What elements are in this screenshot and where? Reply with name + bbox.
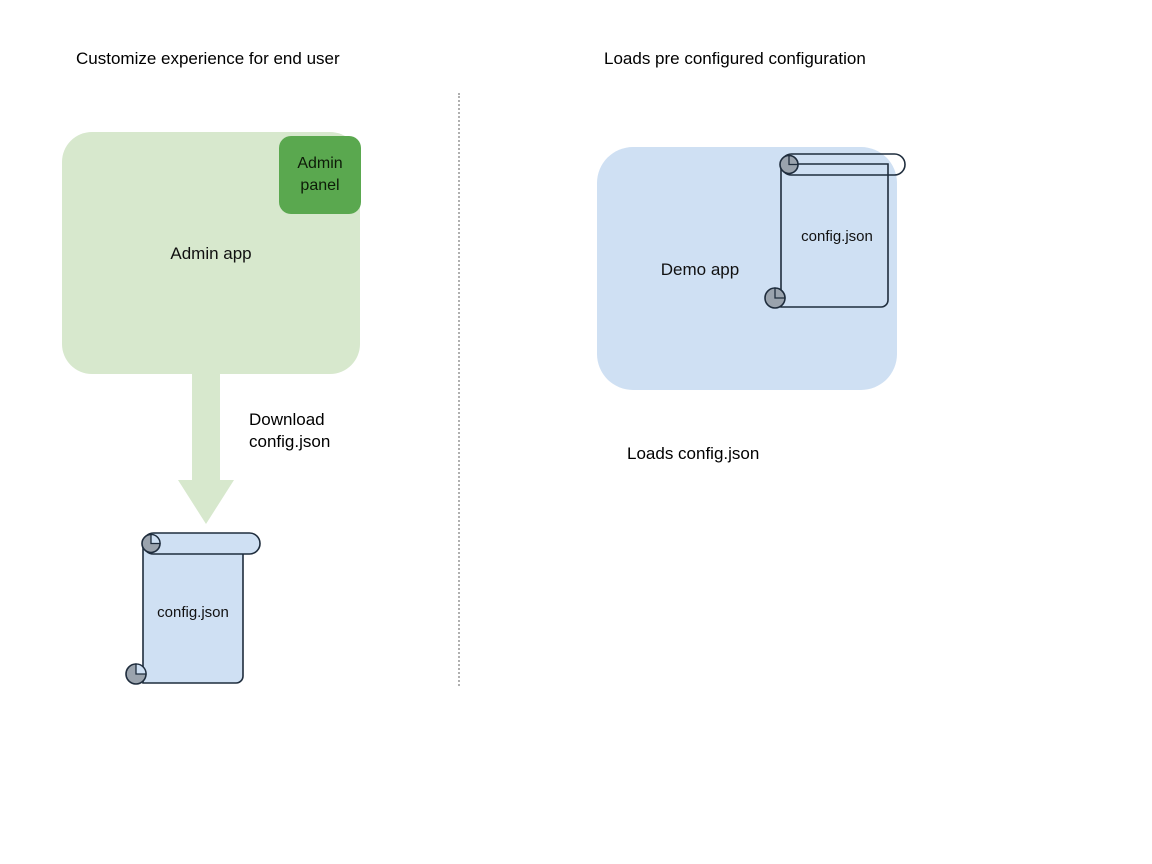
- config-json-document-left[interactable]: [118, 526, 270, 694]
- right-panel-title: Loads pre configured configuration: [604, 49, 866, 68]
- config-json-label-left: config.json: [157, 604, 229, 621]
- panel-divider: [458, 93, 460, 686]
- admin-panel-badge-line2: panel: [300, 177, 340, 194]
- demo-app-box[interactable]: [597, 147, 897, 390]
- admin-app-label: Admin app: [170, 244, 252, 263]
- download-arrow-caption-line1: Download: [249, 410, 325, 429]
- download-arrow-caption-line2: config.json: [249, 432, 331, 451]
- config-json-label-right: config.json: [801, 228, 873, 245]
- loads-config-footnote: Loads config.json: [627, 444, 760, 463]
- download-arrow-icon: [178, 372, 234, 524]
- demo-app-label: Demo app: [660, 260, 740, 279]
- admin-panel-badge[interactable]: Admin panel: [279, 136, 361, 214]
- config-json-document-right[interactable]: [762, 150, 914, 318]
- left-panel-title: Customize experience for end user: [76, 49, 340, 68]
- admin-panel-badge-line1: Admin: [297, 155, 343, 172]
